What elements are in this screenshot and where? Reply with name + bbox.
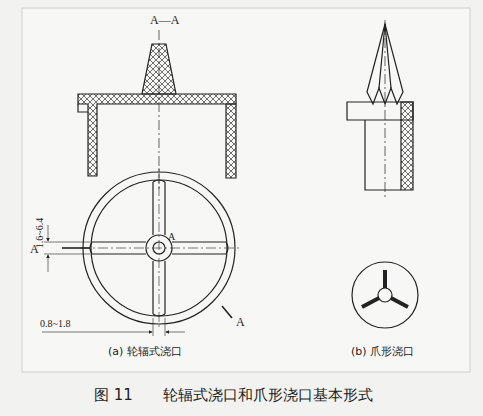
- section-mark: A—A: [150, 14, 179, 26]
- section-mark: A: [30, 243, 39, 255]
- sub-caption: (a) 轮辐式浇口: [108, 346, 182, 357]
- section-mark: A: [168, 232, 175, 242]
- sub-caption: (b) 爪形浇口: [351, 346, 414, 357]
- figure-caption: 图 11 轮辐式浇口和爪形浇口基本形式: [94, 388, 373, 403]
- section-mark: A: [236, 316, 245, 328]
- dimension-text: 0.8~1.8: [40, 319, 70, 329]
